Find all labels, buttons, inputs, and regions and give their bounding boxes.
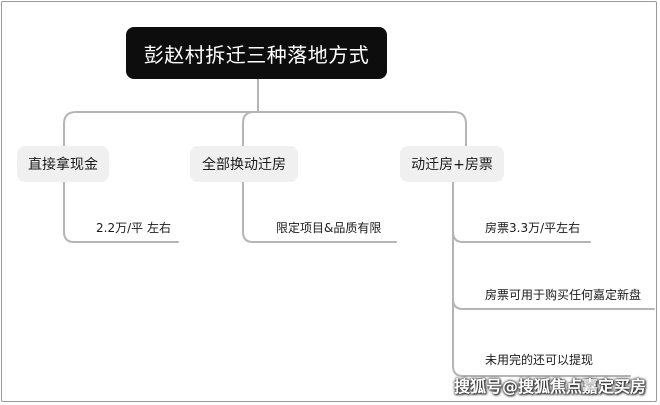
connector-to-topic-3 (453, 111, 467, 147)
connector-to-topic-1 (63, 111, 77, 147)
topic-cash: 直接拿现金 (17, 146, 109, 182)
connector-topic-1-leaf-1 (63, 181, 179, 243)
leaf-voucher-usage: 房票可用于购买任何嘉定新盘 (485, 288, 642, 302)
root-topic: 彭赵村拆迁三种落地方式 (126, 27, 387, 79)
watermark: 搜狐号@搜狐焦点嘉定买房 (453, 377, 646, 396)
leaf-voucher-price: 房票3.3万/平左右 (485, 221, 581, 235)
topic-resettlement-housing: 全部换动迁房 (190, 146, 298, 182)
connector-topic-3-leaf-1 (452, 231, 591, 243)
connector-to-topic-2 (242, 111, 255, 147)
leaf-voucher-cashout: 未用完的还可以提现 (485, 353, 594, 367)
connector-topic-3-leaf-3 (452, 365, 631, 377)
connector-topic-2-leaf-1 (242, 181, 397, 243)
topic-housing-plus-voucher: 动迁房+房票 (400, 146, 504, 182)
leaf-cash-price: 2.2万/平 左右 (96, 221, 171, 235)
leaf-limited-projects: 限定项目&品质有限 (276, 221, 382, 235)
connector-topic-3-leaf-2 (452, 298, 655, 310)
